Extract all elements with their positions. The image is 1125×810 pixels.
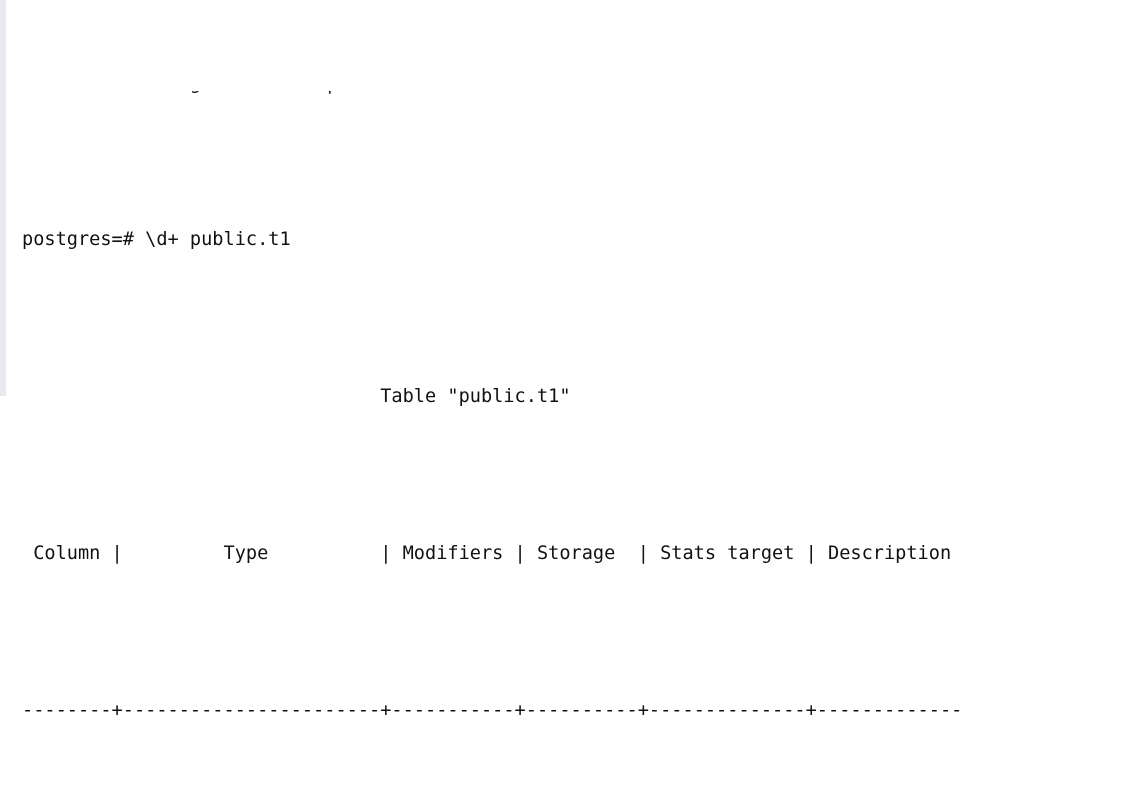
terminal-screen[interactable]: f1 integer | postgres=# \d+ public.t1 Ta… [0, 0, 1125, 721]
console-output-text[interactable]: f1 integer | postgres=# \d+ public.t1 Ta… [22, 0, 1117, 810]
left-gutter-strip [0, 0, 6, 396]
clipped-previous-line: f1 integer | [22, 91, 1117, 103]
table-title-line: Table "public.t1" [22, 386, 571, 408]
prompt-line[interactable]: postgres=# \d+ public.t1 [22, 229, 291, 251]
table-header-line: Column | Type | Modifiers | Storage | St… [22, 542, 963, 564]
table-separator-line: --------+-----------------------+-------… [22, 699, 963, 721]
